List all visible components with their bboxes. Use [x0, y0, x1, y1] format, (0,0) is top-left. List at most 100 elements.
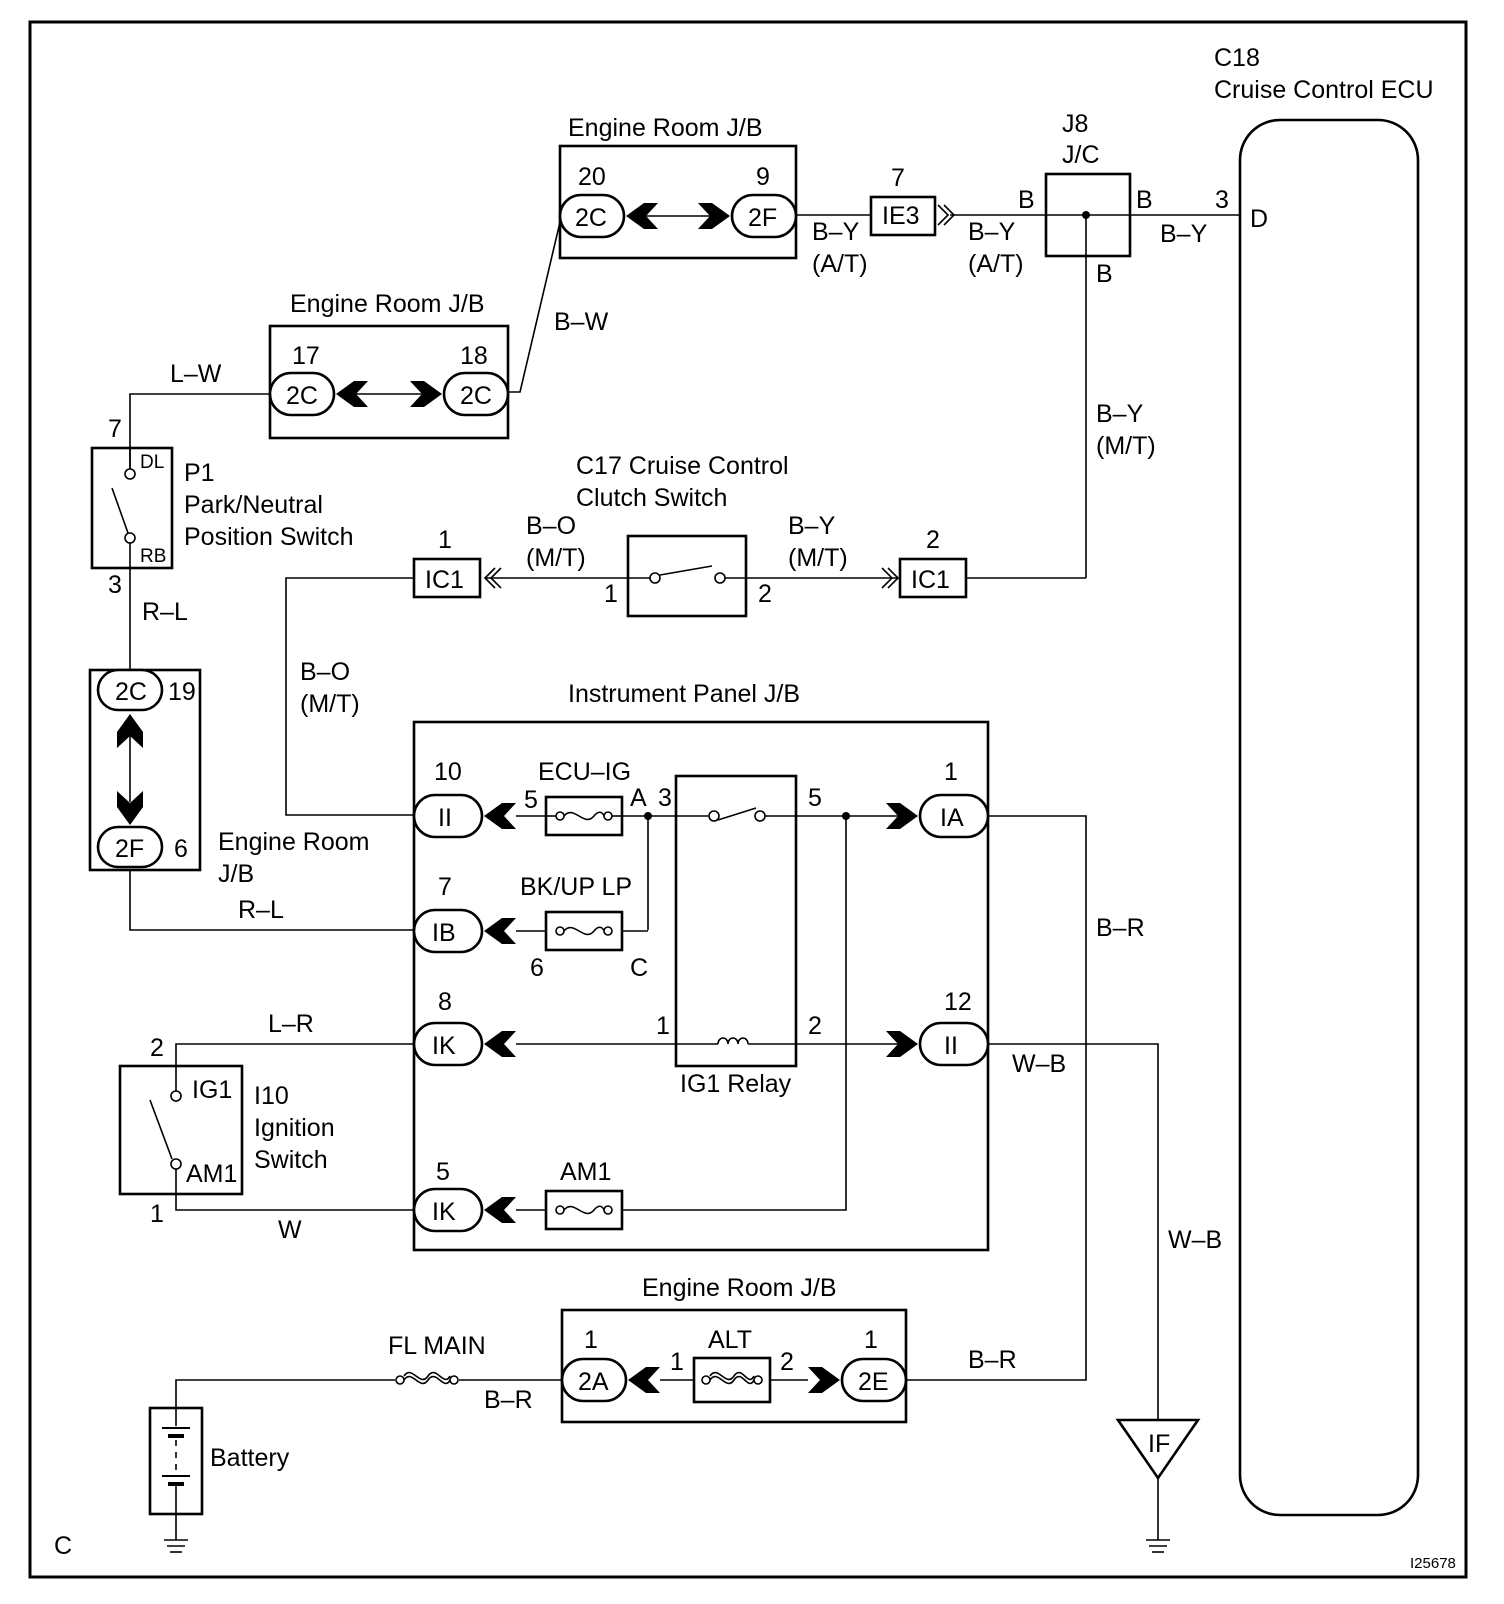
ipjb-ia-pin: 1 — [944, 758, 958, 786]
arrow-right-icon — [698, 203, 730, 229]
erjb-mid-conn-right — [442, 371, 510, 417]
ic1-left-label: IC1 — [425, 566, 464, 594]
erjb-top-conn-right-label: 2F — [748, 204, 777, 232]
ignition-switch: 2 1 IG1 AM1 I10 Ignition Switch — [118, 1034, 335, 1228]
p1-terminal-bottom: RB — [140, 546, 166, 567]
diagram-frame — [28, 20, 1468, 1579]
arrow-left-icon — [336, 381, 368, 407]
wire-bw — [508, 221, 561, 393]
ipjb-ii-bottom-pin: 12 — [944, 988, 972, 1016]
p1-terminal-top: DL — [140, 452, 164, 473]
fuse-element-icon — [563, 1205, 605, 1215]
jc-left-terminal: B — [1018, 186, 1035, 214]
erjb-side-conn-top — [96, 668, 164, 712]
wire-label-at-1: (A/T) — [812, 250, 868, 278]
alt-pin-out: 2 — [780, 1348, 794, 1376]
ic1-right-pin: 2 — [926, 526, 940, 554]
erjb-bottom-pin-left: 1 — [584, 1326, 598, 1354]
wire-label-bo-mt-side: B–O — [300, 658, 350, 686]
wire-label-mt-4: (M/T) — [300, 690, 360, 718]
wire-label-wb-2: W–B — [1168, 1226, 1222, 1254]
c17-contact-left — [649, 572, 661, 584]
arrow-left-icon — [626, 203, 658, 229]
i10-pin-top: 2 — [150, 1034, 164, 1062]
connector-ic1-right: 2 IC1 — [898, 526, 968, 599]
i10-contact-top — [170, 1090, 182, 1102]
relay-coil-in-pin: 1 — [656, 1012, 670, 1040]
c17-pin-left: 1 — [604, 580, 618, 608]
wire-label-br-2: B–R — [484, 1386, 533, 1414]
bk-up-lp-pin: 6 — [530, 954, 544, 982]
arrow-left-icon — [484, 1031, 516, 1057]
erjb-mid-conn-right-label: 2C — [460, 382, 492, 410]
erjb-side-conn-bottom-label: 2F — [115, 835, 144, 863]
arrow-up-icon — [117, 714, 143, 748]
engine-room-jb-side: 2C 19 2F 6 Engine Room J/B — [88, 668, 369, 888]
ecu-pin-number: 3 — [1215, 186, 1229, 214]
erjb-side-pin-top: 19 — [168, 678, 196, 706]
ic1-right-receptacle-mark-2 — [887, 567, 900, 589]
wire-label-at-2: (A/T) — [968, 250, 1024, 278]
wire-label-mt-2: (M/T) — [526, 544, 586, 572]
wire-label-mt-1: (M/T) — [1096, 432, 1156, 460]
p1-body — [90, 446, 174, 570]
ecu-name: Cruise Control ECU — [1214, 76, 1434, 104]
jc-id: J8 — [1062, 110, 1088, 138]
ic1-left-receptacle-mark-2 — [489, 567, 502, 589]
ig1-relay-body — [674, 774, 798, 1068]
relay-coil-icon — [717, 1037, 749, 1045]
bk-fuse-end-right — [603, 926, 613, 936]
fl-main-end-left — [395, 1375, 405, 1385]
fl-main-element-2 — [403, 1371, 451, 1381]
ic1-right-receptacle-mark — [881, 567, 894, 589]
corner-label: C — [54, 1532, 72, 1560]
ipjb-title: Instrument Panel J/B — [568, 680, 800, 708]
park-neutral-position-switch: 7 3 DL RB P1 Park/Neutral Position Switc… — [90, 415, 354, 599]
wire-label-lw: L–W — [170, 360, 222, 388]
fuse-element-icon — [563, 811, 605, 821]
ipjb-body — [412, 720, 990, 1252]
instrument-panel-jb: Instrument Panel J/B 10 II 5 ECU–IG A 3 … — [412, 680, 990, 1252]
jc-right-terminal: B — [1136, 186, 1153, 214]
fl-main-label: FL MAIN — [388, 1332, 486, 1360]
ipjb-ii-bottom-label: II — [944, 1032, 958, 1060]
p1-pin-bottom: 3 — [108, 571, 122, 599]
arrow-left-icon — [484, 918, 516, 944]
ecu-pin-label: D — [1250, 205, 1268, 233]
arrow-right-icon — [410, 381, 442, 407]
arrow-down-icon — [117, 791, 143, 825]
erjb-side-title-line1: Engine Room — [218, 828, 369, 856]
ic1-right-label: IC1 — [911, 566, 950, 594]
p1-id: P1 — [184, 459, 215, 487]
connector-ic1-left: 1 IC1 — [412, 526, 482, 599]
ie3-box — [869, 195, 937, 237]
erjb-bottom-pin-right: 1 — [864, 1326, 878, 1354]
ipjb-ik-bottom-pin: 5 — [436, 1158, 450, 1186]
engine-room-jb-mid: Engine Room J/B 17 18 2C 2C — [268, 290, 510, 440]
wire-label-br-3: B–R — [968, 1346, 1017, 1374]
erjb-side-pin-bottom: 6 — [174, 835, 188, 863]
erjb-top-body — [558, 144, 798, 260]
fusible-link-icon-2 — [709, 1371, 755, 1381]
ecu-fuse-end-left — [555, 811, 565, 821]
p1-name-line1: Park/Neutral — [184, 491, 323, 519]
wire-lr — [175, 1043, 414, 1091]
p1-switch-blade — [111, 487, 129, 534]
am1-fuse-label: AM1 — [560, 1158, 611, 1186]
ipjb-ii-top-label: II — [438, 804, 452, 832]
ecu-fuse-end-right — [603, 811, 613, 821]
ie3-pin: 7 — [891, 164, 905, 192]
p1-contact-top — [124, 468, 136, 480]
am1-fuse-end-left — [555, 1205, 565, 1215]
ecu-ig-fuse-label: ECU–IG — [538, 758, 631, 786]
ipjb-ib-conn — [412, 908, 484, 954]
i10-name-line2: Switch — [254, 1146, 328, 1174]
wire-label-br-1: B–R — [1096, 914, 1145, 942]
erjb-bottom-body — [560, 1308, 908, 1424]
relay-contact-left — [708, 810, 720, 822]
ecu-id: C18 — [1214, 44, 1260, 72]
i10-terminal-bottom: AM1 — [186, 1160, 237, 1188]
wire-am1-to-relay — [622, 816, 847, 1211]
ground-if: IF — [1115, 1418, 1201, 1553]
wire-br-1 — [906, 815, 1087, 1381]
